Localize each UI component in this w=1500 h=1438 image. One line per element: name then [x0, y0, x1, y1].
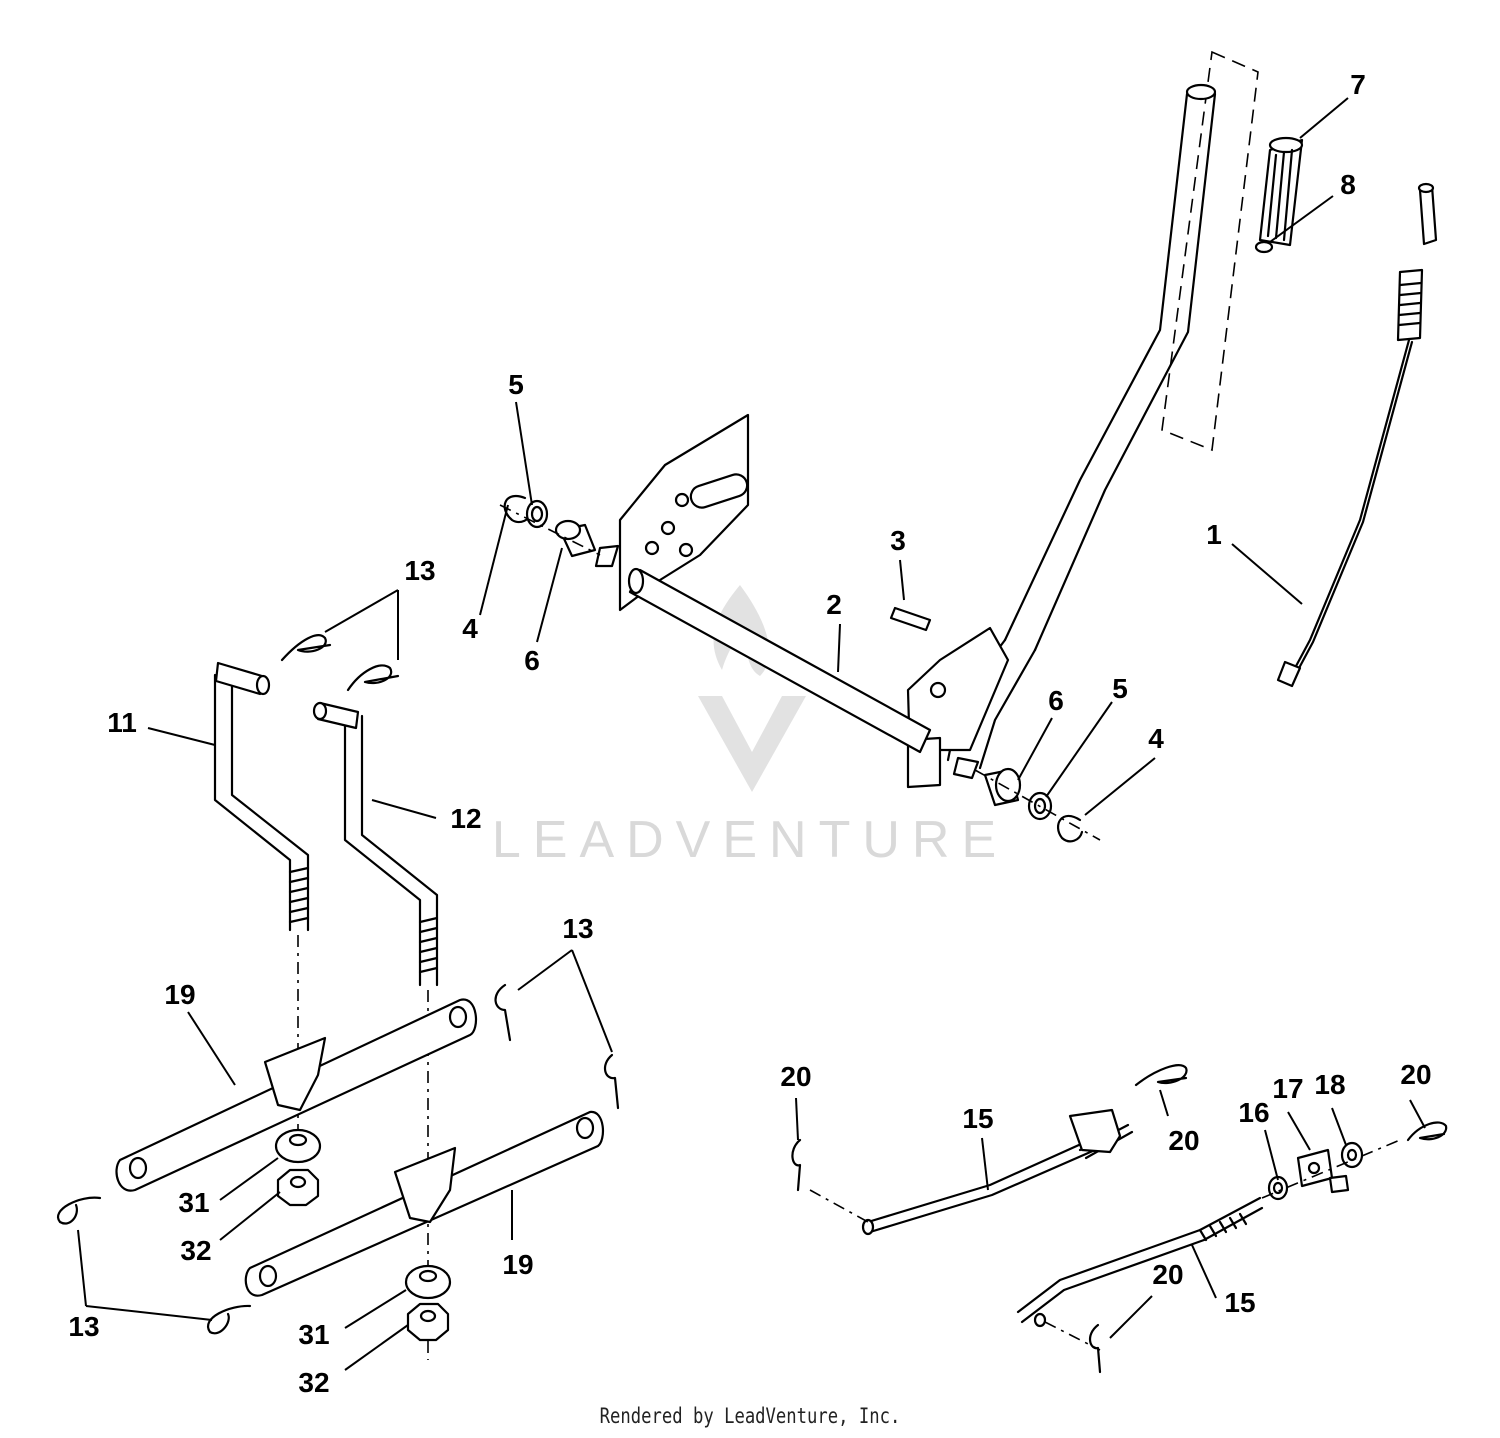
part-20-hairpin-c — [1406, 1121, 1448, 1142]
callout-4-left: 4 — [462, 613, 478, 644]
callout-3: 3 — [890, 525, 906, 556]
callout-2: 2 — [826, 589, 842, 620]
part-20-hairpin-d — [1089, 1323, 1102, 1374]
callout-8: 8 — [1340, 169, 1356, 200]
callout-13-mid: 13 — [562, 913, 593, 944]
callout-1: 1 — [1206, 519, 1222, 550]
part-15-adjuster-rod-lower — [1016, 1196, 1264, 1328]
callout-5-left: 5 — [508, 369, 524, 400]
part-19-lift-arm-lower — [244, 1110, 605, 1297]
rod-axis-lower — [1044, 1321, 1101, 1351]
shaft-axis-right — [974, 769, 1101, 841]
part-3-roll-pin — [889, 606, 932, 632]
part-2-lift-shaft — [594, 544, 980, 780]
part-19-lift-arm-upper — [115, 998, 477, 1192]
part-15-adjuster-rod-upper — [861, 1108, 1134, 1236]
trunnion-axis — [1261, 1139, 1401, 1199]
callout-15-upper: 15 — [962, 1103, 993, 1134]
part-1-lift-cable — [1276, 182, 1438, 688]
shaft-axis-left — [499, 504, 601, 556]
mount-plate — [618, 413, 750, 612]
part-16-jam-nut — [1267, 1175, 1289, 1201]
callout-15-lower: 15 — [1224, 1287, 1255, 1318]
callout-labels: 1 2 3 4 4 5 5 6 6 7 8 11 12 13 13 13 15 … — [68, 69, 1431, 1398]
part-13-hairpin-bottom-a — [56, 1196, 102, 1225]
callout-32-upper: 32 — [180, 1235, 211, 1266]
part-13-hairpin-mid-a — [494, 983, 512, 1042]
leader-lines — [77, 97, 1426, 1371]
part-13-hairpin-bottom-b — [206, 1304, 252, 1335]
callout-32-lower: 32 — [298, 1367, 329, 1398]
part-12-lift-link — [312, 701, 439, 987]
lever-bracket — [906, 626, 1010, 789]
callout-17: 17 — [1272, 1073, 1303, 1104]
part-32-nut-lower — [406, 1302, 450, 1342]
part-8-grip-nut — [1254, 240, 1274, 254]
part-4-e-ring-right — [1056, 814, 1084, 843]
callout-19-upper: 19 — [164, 979, 195, 1010]
callout-11: 11 — [107, 707, 137, 738]
part-13-hairpin-top-b — [346, 664, 400, 692]
callout-6-right: 6 — [1048, 685, 1064, 716]
handle-outline — [1161, 50, 1259, 452]
callout-4-right: 4 — [1148, 723, 1164, 754]
part-13-hairpin-top-a — [280, 634, 332, 662]
part-31-spacer-upper — [274, 1128, 322, 1164]
callout-13-bottom: 13 — [68, 1311, 99, 1342]
part-32-nut-upper — [276, 1168, 320, 1207]
callout-16: 16 — [1238, 1097, 1269, 1128]
callout-31-lower: 31 — [298, 1319, 329, 1350]
part-5-washer-left — [525, 499, 549, 529]
part-13-hairpin-mid-b — [603, 1053, 620, 1110]
callout-18: 18 — [1314, 1069, 1345, 1100]
part-6-bushing-left — [554, 519, 597, 558]
callout-20-lower: 20 — [1152, 1259, 1183, 1290]
footer-credit: Rendered by LeadVenture, Inc. — [599, 1404, 901, 1428]
part-20-hairpin-b — [1134, 1064, 1188, 1087]
part-11-lift-link — [213, 661, 310, 932]
callout-20-right: 20 — [1400, 1059, 1431, 1090]
callout-20-left: 20 — [780, 1061, 811, 1092]
callout-6-left: 6 — [524, 645, 540, 676]
callout-5-right: 5 — [1112, 673, 1128, 704]
part-6-bushing-right — [983, 767, 1022, 807]
part-7-handle-grip — [1258, 136, 1304, 247]
part-18-flat-washer — [1340, 1141, 1364, 1169]
part-20-hairpin-a — [791, 1138, 802, 1192]
part-17-trunnion — [1296, 1148, 1350, 1194]
part-31-spacer-lower — [404, 1264, 452, 1300]
rod-axis-upper — [809, 1189, 869, 1223]
callout-7: 7 — [1350, 69, 1366, 100]
callout-19-lower: 19 — [502, 1249, 533, 1280]
callout-31-upper: 31 — [178, 1187, 209, 1218]
callout-20-mid: 20 — [1168, 1125, 1199, 1156]
callout-13-top: 13 — [404, 555, 435, 586]
watermark-text: LEADVENTURE — [492, 811, 1008, 869]
callout-12: 12 — [450, 803, 481, 834]
